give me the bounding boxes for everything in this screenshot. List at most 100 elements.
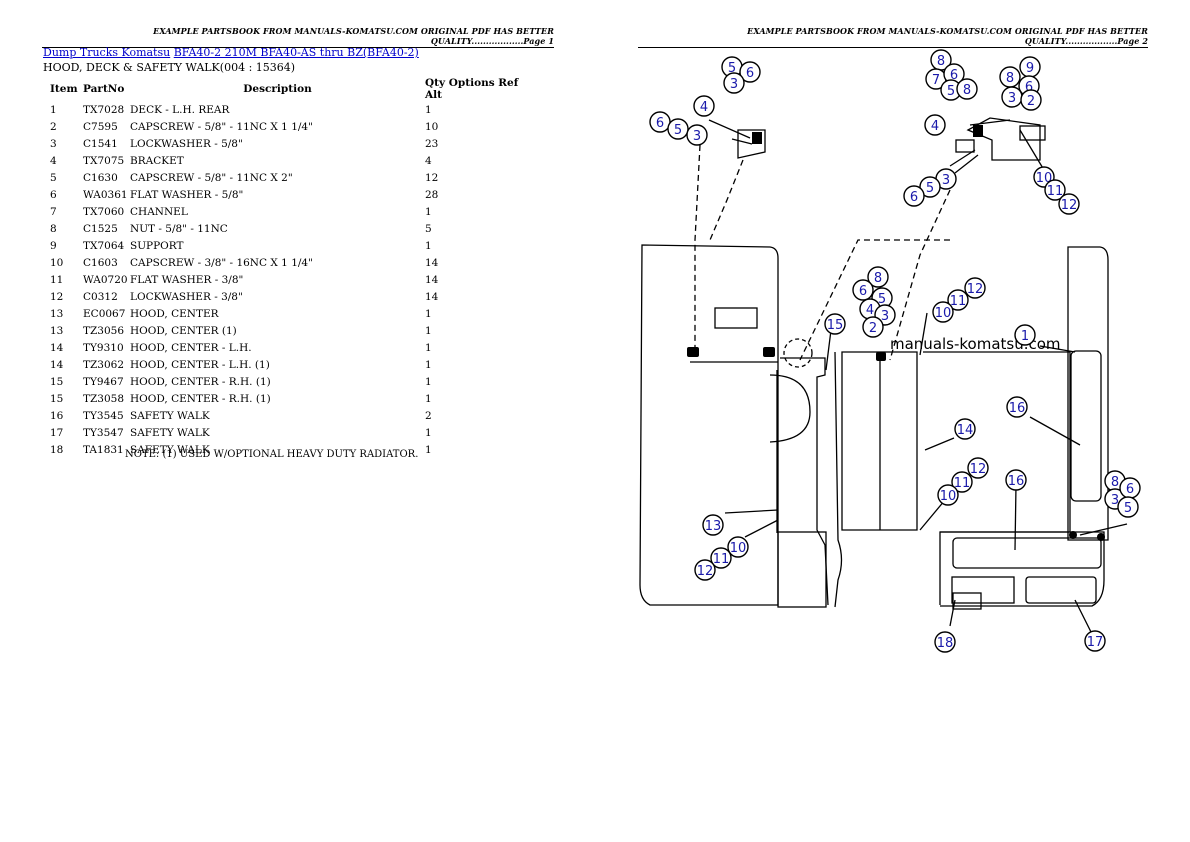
item-cell: 7: [50, 205, 57, 218]
callout-number: 16: [1009, 401, 1026, 416]
callout-circle: [686, 124, 708, 146]
callout-number: 12: [1061, 198, 1078, 213]
item-cell: 11: [50, 273, 64, 286]
description-cell: HOOD, CENTER - L.H.: [130, 341, 252, 354]
item-cell: 13: [50, 307, 64, 320]
qty-cell: 10: [425, 120, 439, 133]
description-cell: CAPSCREW - 5/8" - 11NC X 1 1/4": [130, 120, 313, 133]
description-cell: HOOD, CENTER - R.H. (1): [130, 375, 271, 388]
callout-bubble: 10: [727, 536, 749, 558]
callout-bubble: 6: [649, 111, 671, 133]
callout-circle: [919, 176, 941, 198]
callout-bubble: 6: [739, 61, 761, 83]
callout-number: 5: [947, 84, 955, 99]
qty-cell: 14: [425, 290, 439, 303]
qty-cell: 1: [425, 103, 432, 116]
callout-circle: [1044, 179, 1066, 201]
qty-cell: 1: [425, 239, 432, 252]
callout-bubble: 3: [686, 124, 708, 146]
callout-bubble: 17: [1084, 630, 1106, 652]
callout-circle: [1005, 469, 1027, 491]
callout-bubble: 12: [1058, 193, 1080, 215]
callout-number: 11: [950, 294, 967, 309]
partno-cell: C0312: [83, 290, 118, 303]
qty-cell: 1: [425, 341, 432, 354]
qty-cell: 14: [425, 273, 439, 286]
callout-circle: [667, 118, 689, 140]
partno-cell: TY3547: [83, 426, 124, 439]
item-cell: 17: [50, 426, 64, 439]
callout-bubble: 6: [852, 279, 874, 301]
callout-bubble: 11: [947, 289, 969, 311]
callout-bubble: 7: [925, 68, 947, 90]
item-cell: 15: [50, 375, 64, 388]
callout-bubble: 5: [667, 118, 689, 140]
item-cell: 4: [50, 154, 57, 167]
qty-cell: 28: [425, 188, 439, 201]
qty-cell: 1: [425, 324, 432, 337]
callout-circle: [702, 514, 724, 536]
qty-cell: 1: [425, 375, 432, 388]
callout-circle: [1058, 193, 1080, 215]
partno-cell: TX7060: [83, 205, 125, 218]
description-cell: DECK - L.H. REAR: [130, 103, 230, 116]
callout-bubble: 11: [951, 471, 973, 493]
callout-circle: [824, 313, 846, 335]
callout-bubble: 11: [710, 547, 732, 569]
qty-cell: 12: [425, 171, 439, 184]
item-cell: 12: [50, 290, 64, 303]
qty-cell: 23: [425, 137, 439, 150]
parts-table: Item PartNo Description Qty Options Ref …: [44, 77, 535, 458]
qty-cell: 1: [425, 307, 432, 320]
partno-cell: C1525: [83, 222, 118, 235]
partno-cell: TY9467: [83, 375, 124, 388]
col-header-qty: Qty Options Ref Alt: [425, 77, 519, 101]
breadcrumb-link-category[interactable]: Dump Trucks Komatsu: [43, 46, 171, 59]
partno-cell: WA0720: [83, 273, 128, 286]
callout-number: 6: [746, 66, 754, 81]
callout-number: 10: [935, 306, 952, 321]
callout-circle: [934, 631, 956, 653]
breadcrumb-link-model[interactable]: BFA40-2 210M BFA40-AS thru BZ(BFA40-2): [173, 46, 419, 59]
callout-number: 12: [697, 564, 714, 579]
callout-bubble: 3: [1001, 86, 1023, 108]
callout-circle: [967, 457, 989, 479]
description-cell: CHANNEL: [130, 205, 188, 218]
callout-number: 6: [1126, 482, 1134, 497]
callout-number: 6: [1025, 80, 1033, 95]
callout-number: 11: [954, 476, 971, 491]
item-cell: 15: [50, 392, 64, 405]
description-cell: BRACKET: [130, 154, 184, 167]
callout-circle: [727, 536, 749, 558]
callout-bubble: 5: [919, 176, 941, 198]
item-cell: 10: [50, 256, 64, 269]
callout-bubble: 8: [999, 66, 1021, 88]
callout-bubble: 5: [1117, 496, 1139, 518]
description-cell: FLAT WASHER - 5/8": [130, 188, 244, 201]
qty-cell: 1: [425, 426, 432, 439]
diagram-hardware: [687, 125, 1105, 541]
callout-number: 10: [940, 489, 957, 504]
item-cell: 2: [50, 120, 57, 133]
callout-number: 8: [937, 54, 945, 69]
callout-bubble: 14: [954, 418, 976, 440]
callout-number: 6: [950, 68, 958, 83]
callout-circle: [932, 301, 954, 323]
description-cell: HOOD, CENTER: [130, 307, 219, 320]
item-cell: 8: [50, 222, 57, 235]
qty-cell: 5: [425, 222, 432, 235]
qty-cell: 1: [425, 358, 432, 371]
